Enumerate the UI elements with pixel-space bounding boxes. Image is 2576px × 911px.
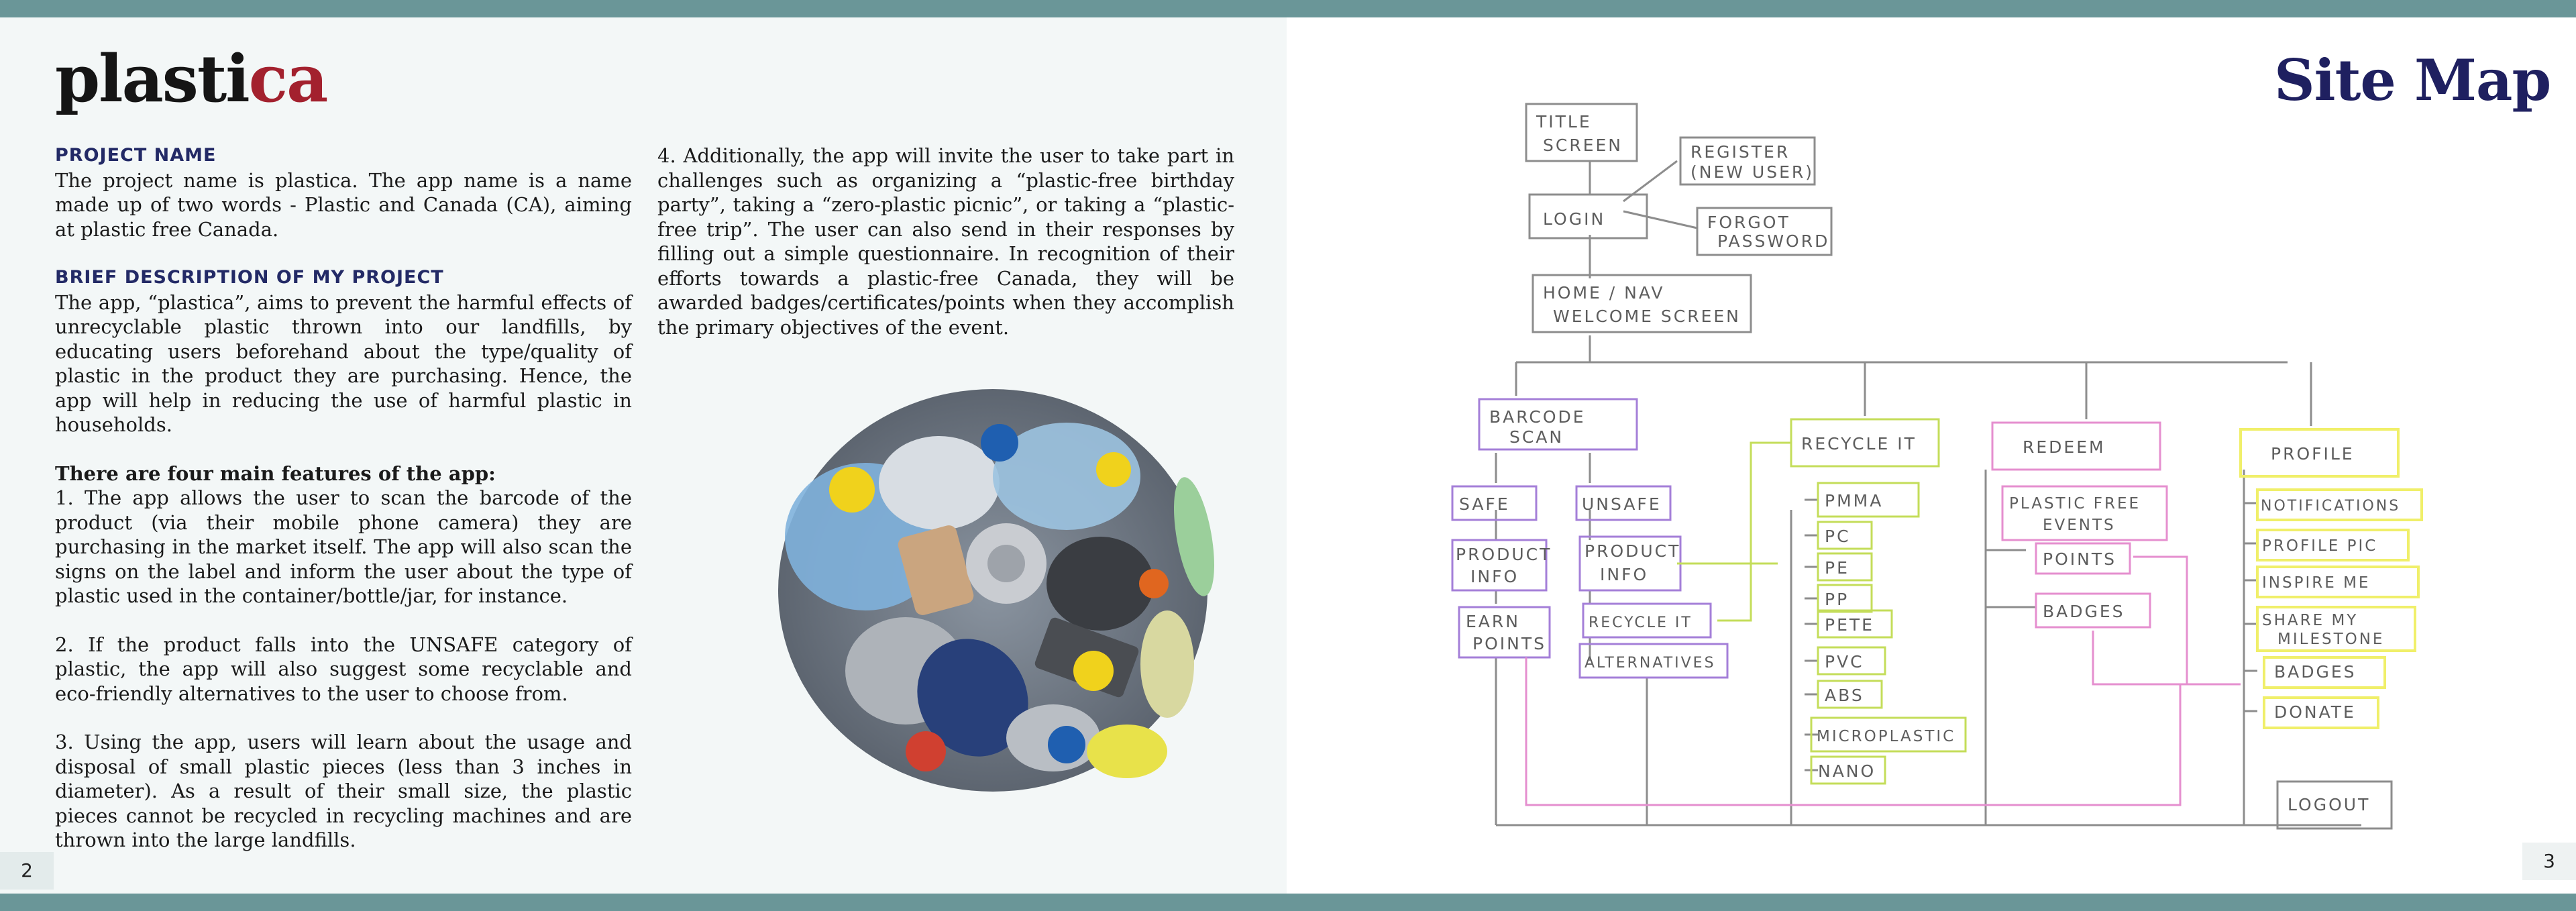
node-donate: DONATE (2274, 702, 2356, 722)
node-barcode-2: SCAN (1509, 427, 1564, 447)
node-pete: PETE (1825, 615, 1874, 635)
node-register-1: REGISTER (1690, 142, 1790, 162)
node-pmma: PMMA (1825, 491, 1883, 511)
feature-4-text: 4. Additionally, the app will invite the… (657, 144, 1234, 339)
right-text-column: 4. Additionally, the app will invite the… (657, 144, 1234, 339)
node-pp: PP (1825, 590, 1849, 609)
node-plastic-free-1: PLASTIC FREE (2009, 495, 2141, 513)
project-name-heading: PROJECT NAME (55, 145, 217, 166)
logo-main: plasti (55, 41, 250, 117)
node-title-screen-2: SCREEN (1543, 136, 1623, 155)
node-product-info-unsafe-1: PRODUCT (1585, 541, 1680, 561)
feature-1-text: 1. The app allows the user to scan the b… (55, 486, 632, 607)
project-name-text: The project name is plastica. The app na… (55, 168, 632, 241)
node-redeem: REDEEM (2023, 437, 2106, 457)
node-notifications: NOTIFICATIONS (2261, 498, 2400, 515)
node-abs: ABS (1825, 686, 1864, 705)
node-badges-profile: BADGES (2274, 662, 2357, 682)
top-band (0, 0, 2576, 17)
right-page (1287, 17, 2576, 894)
bottom-band (0, 894, 2576, 911)
page-number-right: 3 (2522, 843, 2576, 880)
node-home-2: WELCOME SCREEN (1553, 307, 1741, 326)
node-login: LOGIN (1543, 209, 1605, 229)
node-nano: NANO (1818, 761, 1876, 781)
node-title-screen-1: TITLE (1536, 112, 1592, 131)
node-inspire-me: INSPIRE ME (2262, 574, 2370, 592)
node-recycle-it: RECYCLE IT (1801, 434, 1917, 453)
node-safe: SAFE (1459, 494, 1510, 514)
page-number-left: 2 (0, 852, 54, 890)
node-share-1: SHARE MY (2262, 612, 2358, 629)
brief-heading: BRIEF DESCRIPTION OF MY PROJECT (55, 267, 444, 288)
node-forgot-1: FORGOT (1707, 213, 1790, 232)
node-profile: PROFILE (2271, 444, 2355, 464)
node-profile-pic: PROFILE PIC (2262, 537, 2377, 555)
brand-logo: plastica (55, 40, 329, 117)
node-pvc: PVC (1825, 652, 1864, 672)
node-home-1: HOME / NAV (1543, 283, 1664, 303)
node-badges-redeem: BADGES (2043, 602, 2125, 621)
node-product-info-safe-2: INFO (1470, 567, 1519, 586)
brief-text: The app, “plastica”, aims to prevent the… (55, 290, 632, 437)
node-forgot-2: PASSWORD (1717, 231, 1829, 251)
feature-2-text: 2. If the product falls into the UNSAFE … (55, 633, 632, 705)
node-pc: PC (1825, 527, 1851, 546)
node-microplastic: MICROPLASTIC (1817, 728, 1955, 745)
node-unsafe: UNSAFE (1582, 494, 1662, 514)
site-map-diagram: TITLE SCREEN REGISTER (NEW USER) LOGIN F… (1451, 103, 2423, 830)
node-logout: LOGOUT (2288, 795, 2370, 814)
node-plastic-free-2: EVENTS (2043, 517, 2116, 534)
left-text-column: PROJECT NAME The project name is plastic… (55, 144, 632, 853)
node-earn-points-1: EARN (1466, 612, 1520, 631)
logo-accent: ca (248, 41, 329, 117)
node-product-info-safe-1: PRODUCT (1456, 545, 1552, 564)
node-share-2: MILESTONE (2277, 631, 2384, 648)
site-map-title: Site Map (2274, 47, 2551, 113)
node-register-2: (NEW USER) (1690, 162, 1814, 182)
features-heading: There are four main features of the app: (55, 462, 496, 485)
node-alternatives: ALTERNATIVES (1585, 655, 1716, 672)
node-product-info-unsafe-2: INFO (1600, 565, 1648, 584)
node-pe: PE (1825, 558, 1849, 578)
plastic-waste-image (778, 389, 1214, 792)
node-points: POINTS (2043, 549, 2116, 569)
node-recycle-it-small: RECYCLE IT (1589, 614, 1693, 631)
feature-3-text: 3. Using the app, users will learn about… (55, 731, 632, 851)
node-earn-points-2: POINTS (1472, 634, 1546, 653)
node-barcode-1: BARCODE (1489, 407, 1586, 427)
